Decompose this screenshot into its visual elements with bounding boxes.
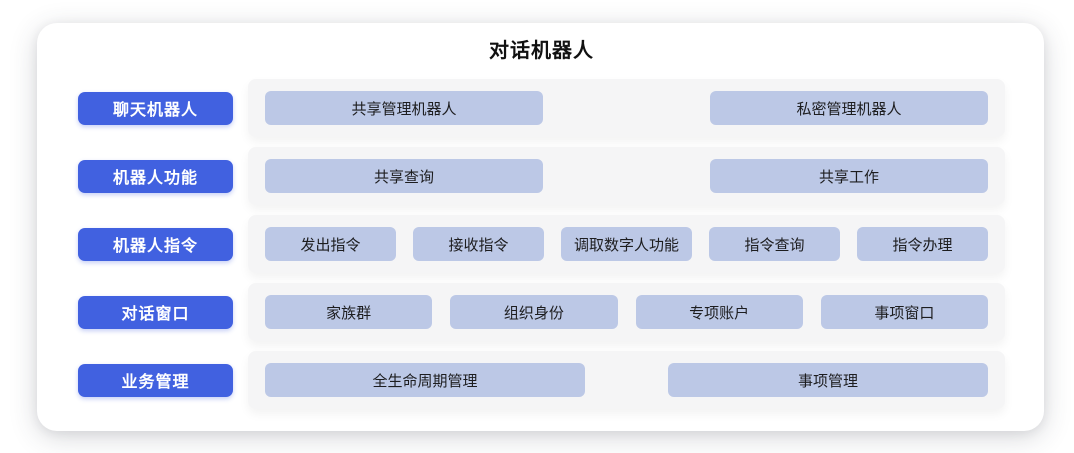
item-chip[interactable]: 共享工作 <box>710 159 988 193</box>
item-chip[interactable]: 事项窗口 <box>820 295 988 329</box>
category-label-dialog-windows[interactable]: 对话窗口 <box>78 295 233 329</box>
items-tray-robot-commands: 发出指令 接收指令 调取数字人功能 指令查询 指令办理 <box>248 215 1005 273</box>
item-chip[interactable]: 发出指令 <box>265 227 396 261</box>
item-chip[interactable]: 指令办理 <box>857 227 988 261</box>
dialog-robot-panel: 对话机器人 聊天机器人 共享管理机器人 私密管理机器人 机器人功能 共享查询 共… <box>37 23 1044 431</box>
item-chip[interactable]: 全生命周期管理 <box>265 363 585 397</box>
item-chip[interactable]: 家族群 <box>265 295 433 329</box>
items-tray-dialog-windows: 家族群 组织身份 专项账户 事项窗口 <box>248 283 1005 341</box>
category-label-business-management[interactable]: 业务管理 <box>78 363 233 397</box>
row-dialog-windows: 对话窗口 家族群 组织身份 专项账户 事项窗口 <box>78 283 1005 341</box>
row-business-management: 业务管理 全生命周期管理 事项管理 <box>78 351 1005 409</box>
item-chip[interactable]: 专项账户 <box>635 295 803 329</box>
rows-container: 聊天机器人 共享管理机器人 私密管理机器人 机器人功能 共享查询 共享工作 机器… <box>78 79 1005 409</box>
item-chip[interactable]: 接收指令 <box>413 227 544 261</box>
category-label-robot-commands[interactable]: 机器人指令 <box>78 227 233 261</box>
row-robot-features: 机器人功能 共享查询 共享工作 <box>78 147 1005 205</box>
item-chip[interactable]: 共享查询 <box>265 159 543 193</box>
items-tray-business-management: 全生命周期管理 事项管理 <box>248 351 1005 409</box>
page-title: 对话机器人 <box>489 40 594 62</box>
row-robot-commands: 机器人指令 发出指令 接收指令 调取数字人功能 指令查询 指令办理 <box>78 215 1005 273</box>
item-chip[interactable]: 事项管理 <box>668 363 988 397</box>
category-label-robot-features[interactable]: 机器人功能 <box>78 159 233 193</box>
row-chat-robot: 聊天机器人 共享管理机器人 私密管理机器人 <box>78 79 1005 137</box>
item-chip[interactable]: 私密管理机器人 <box>710 91 988 125</box>
items-tray-chat-robot: 共享管理机器人 私密管理机器人 <box>248 79 1005 137</box>
item-chip[interactable]: 调取数字人功能 <box>561 227 692 261</box>
item-chip[interactable]: 指令查询 <box>709 227 840 261</box>
item-chip[interactable]: 共享管理机器人 <box>265 91 543 125</box>
category-label-chat-robot[interactable]: 聊天机器人 <box>78 91 233 125</box>
item-chip[interactable]: 组织身份 <box>450 295 618 329</box>
items-tray-robot-features: 共享查询 共享工作 <box>248 147 1005 205</box>
